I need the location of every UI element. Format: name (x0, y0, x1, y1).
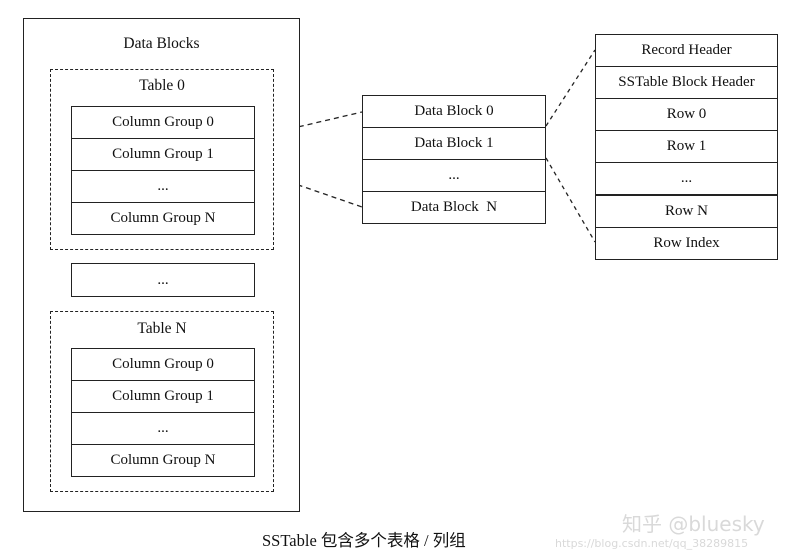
data-block-0: Data Block 0 (362, 95, 546, 128)
table-n-column-group-n: Column Group N (71, 444, 255, 477)
table-0-column-group-n: Column Group N (71, 202, 255, 235)
data-block-1: Data Block 1 (362, 127, 546, 160)
row-n: Row N (595, 195, 778, 228)
table-0-ellipsis: ... (71, 170, 255, 203)
table-0-title: Table 0 (139, 77, 185, 94)
row-0: Row 0 (595, 98, 778, 131)
connector-block0-to-record-header (545, 49, 596, 127)
data-block-ellipsis: ... (362, 159, 546, 192)
table-0-group (50, 69, 274, 250)
record-header: Record Header (595, 34, 778, 67)
row-1: Row 1 (595, 130, 778, 163)
table-0-column-group-1: Column Group 1 (71, 138, 255, 171)
table-n-column-group-1: Column Group 1 (71, 380, 255, 413)
figure-caption: SSTable 包含多个表格 / 列组 (262, 531, 466, 550)
row-index: Row Index (595, 227, 778, 260)
connector-block1-to-row-index (545, 157, 596, 243)
table-n-title: Table N (137, 320, 187, 337)
csdn-url-watermark: https://blog.csdn.net/qq_38289815 (555, 537, 749, 550)
table-n-group (50, 311, 274, 492)
zhihu-watermark: 知乎 @bluesky (622, 512, 765, 536)
table-n-ellipsis: ... (71, 412, 255, 445)
data-blocks-title: Data Blocks (123, 35, 200, 52)
table-0-column-group-0: Column Group 0 (71, 106, 255, 139)
sstable-block-header: SSTable Block Header (595, 66, 778, 99)
table-n-column-group-0: Column Group 0 (71, 348, 255, 381)
row-ellipsis: ... (595, 162, 778, 195)
data-block-n: Data Block N (362, 191, 546, 224)
tables-ellipsis-box: ... (71, 263, 255, 297)
